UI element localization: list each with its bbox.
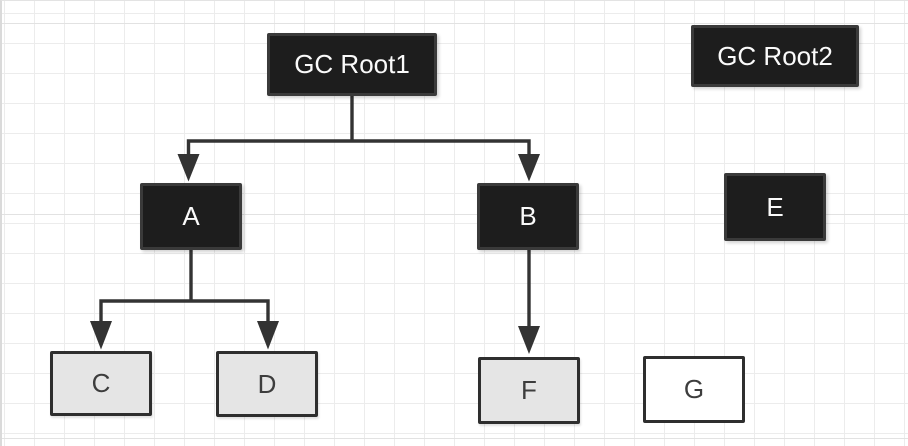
node-d[interactable]: D — [216, 351, 318, 417]
node-label: E — [766, 191, 784, 222]
arrowhead-to-f — [518, 326, 540, 354]
node-label: GC Root1 — [294, 49, 410, 79]
node-f[interactable]: F — [478, 357, 580, 424]
node-label: A — [182, 201, 200, 231]
arrowhead-to-c — [90, 321, 112, 350]
node-label: G — [683, 374, 705, 404]
node-label: F — [521, 375, 537, 405]
node-b[interactable]: B — [477, 183, 579, 250]
node-g[interactable]: G — [643, 356, 745, 423]
node-gc-root2[interactable]: GC Root2 — [691, 25, 859, 87]
node-label: C — [91, 368, 111, 398]
node-a[interactable]: A — [140, 183, 242, 250]
node-e[interactable]: E — [724, 173, 826, 241]
node-label: B — [519, 201, 537, 231]
arrowhead-to-b — [518, 154, 540, 182]
edge-line-a-split — [99, 250, 270, 323]
node-label: GC Root2 — [717, 40, 833, 71]
node-c[interactable]: C — [50, 351, 152, 416]
arrowhead-to-d — [257, 321, 279, 350]
edge-line-gcroot1-split — [186, 96, 531, 157]
arrowhead-to-a — [177, 154, 200, 182]
node-gc-root1[interactable]: GC Root1 — [267, 33, 437, 96]
node-label: D — [257, 368, 277, 399]
